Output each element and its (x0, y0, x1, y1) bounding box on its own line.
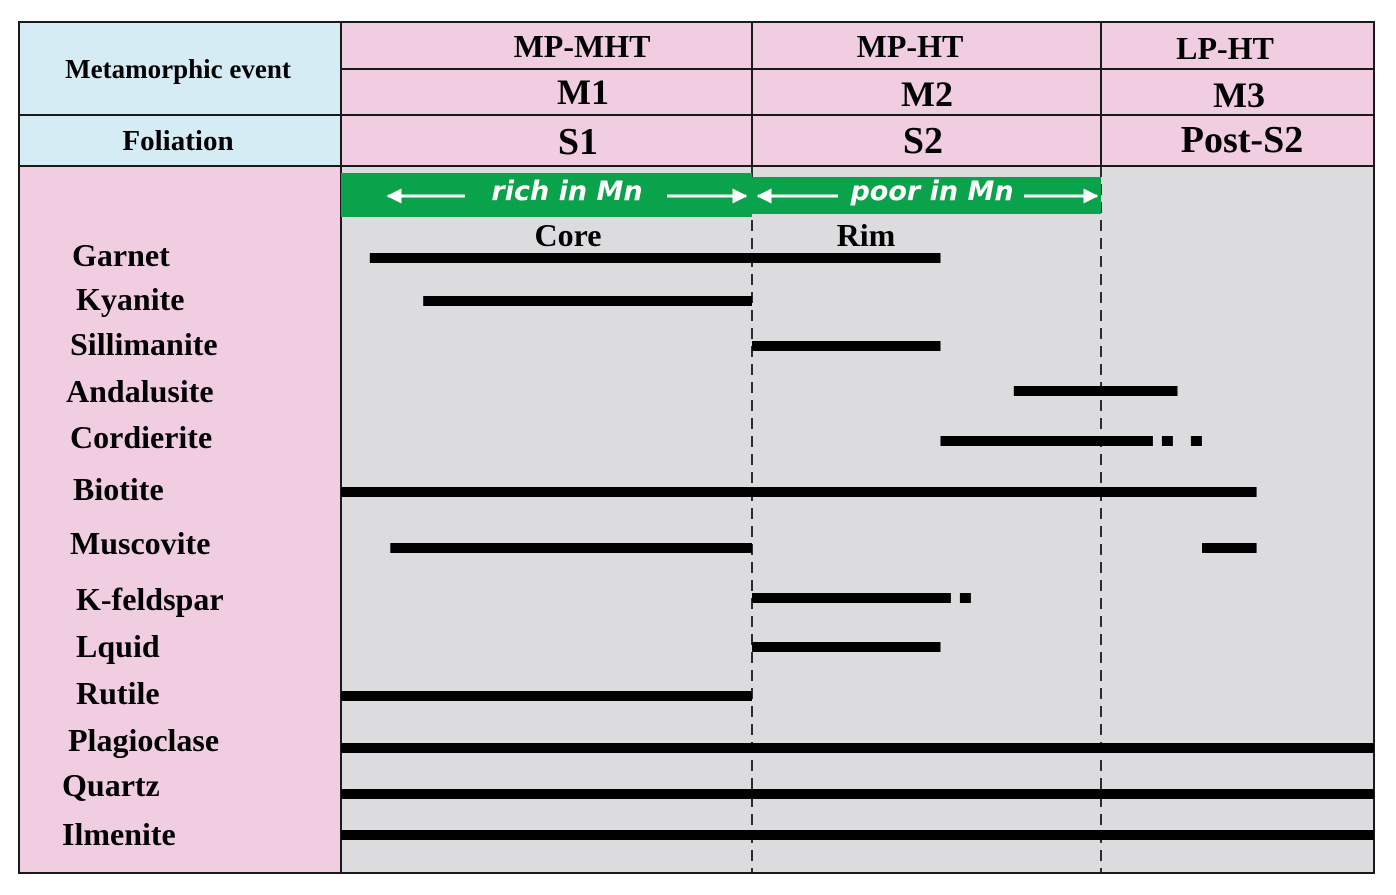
col2-foliation: S2 (903, 120, 943, 162)
mineral-label-ilmenite: Ilmenite (62, 816, 176, 852)
stability-bar-muscovite-1 (1202, 543, 1257, 553)
stability-bar-biotite-0 (341, 487, 1257, 497)
core-label: Core (535, 217, 602, 253)
metamorphic-event-label: Metamorphic event (65, 54, 291, 84)
mineral-label-rutile: Rutile (76, 675, 160, 711)
mineral-label-garnet: Garnet (72, 237, 170, 273)
mineral-label-plagioclase: Plagioclase (68, 722, 219, 758)
mineral-label-andalusite: Andalusite (66, 373, 214, 409)
mineral-label-sillimanite: Sillimanite (70, 326, 218, 362)
chart-body-panel (341, 166, 1374, 873)
stability-bar-plagioclase-0 (341, 743, 1374, 753)
stability-bar-lquid-0 (752, 642, 941, 652)
header-columns-panel (341, 22, 1374, 166)
stability-bar-andalusite-0 (1013, 386, 1178, 396)
mineral-label-lquid: Lquid (76, 628, 160, 664)
mineral-label-muscovite: Muscovite (70, 525, 210, 561)
stability-bar-rutile-0 (341, 691, 752, 701)
col1-foliation: S1 (558, 121, 598, 163)
stability-bar-sillimanite-0 (752, 341, 941, 351)
stability-bar-cordierite-0 (940, 436, 1153, 446)
mineral-rows: GarnetKyaniteSillimaniteAndalusiteCordie… (62, 237, 1374, 852)
rim-label: Rim (837, 217, 896, 253)
col2-event: M2 (901, 74, 953, 114)
garnet-zoning-banner: rich in Mn poor in Mn (341, 173, 1101, 217)
mineral-label-cordierite: Cordierite (70, 419, 212, 455)
mineral-name-panel (19, 166, 341, 873)
stability-bar-muscovite-0 (390, 543, 752, 553)
col1-regime: MP-MHT (514, 28, 651, 64)
mineral-label-quartz: Quartz (62, 767, 160, 803)
mineral-label-k-feldspar: K-feldspar (76, 581, 224, 617)
foliation-label-cell (19, 115, 341, 166)
stability-bar-ilmenite-0 (341, 830, 1374, 840)
mineral-label-biotite: Biotite (73, 471, 164, 507)
stage-boundary-dashed-lines (751, 166, 1102, 873)
event-label-cell (19, 22, 341, 115)
col3-regime: LP-HT (1176, 30, 1274, 66)
foliation-label: Foliation (122, 125, 233, 157)
col3-event: M3 (1213, 75, 1265, 115)
rich-in-mn-label: rich in Mn (491, 176, 642, 207)
stability-bar-k-feldspar-dot-1-0 (959, 593, 971, 603)
col1-event: M1 (557, 72, 609, 112)
stability-bar-kyanite-0 (423, 296, 752, 306)
stability-bar-garnet-0 (369, 253, 941, 263)
poor-in-mn-label: poor in Mn (849, 176, 1013, 207)
mineral-label-kyanite: Kyanite (76, 281, 184, 317)
stability-bar-cordierite-dot-1-0 (1161, 436, 1173, 446)
col2-regime: MP-HT (857, 28, 964, 64)
stability-bar-k-feldspar-0 (752, 593, 951, 603)
table-grid (18, 21, 1375, 874)
stability-bar-cordierite-dot-1-1 (1190, 436, 1202, 446)
stability-bar-quartz-0 (341, 789, 1374, 799)
col3-foliation: Post-S2 (1181, 119, 1303, 161)
